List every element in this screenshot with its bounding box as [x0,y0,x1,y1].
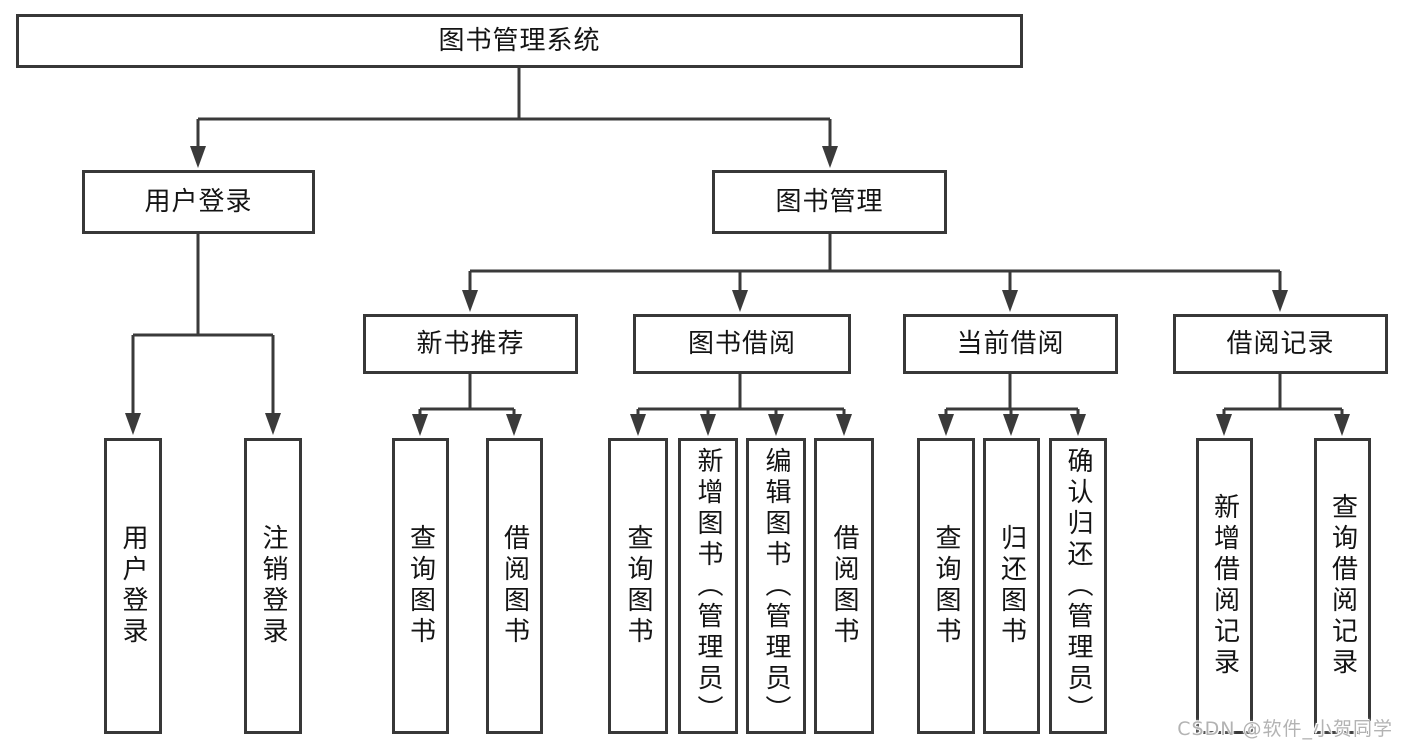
node-label: 图书管理 [775,187,884,217]
connector-root-to-level2 [196,67,832,147]
node-label: 当前借阅 [956,329,1065,359]
leaf-label: 查询图书 [623,524,653,648]
leaf-label: 借阅图书 [499,524,530,648]
leaf-label: 查询借阅记录 [1327,493,1358,679]
leaf-logout: 注销登录 [244,438,302,734]
leaf-query-borrow-record: 查询借阅记录 [1314,438,1371,734]
leaf-add-book-admin: 新增图书（管理员） [678,438,738,734]
leaf-label: 借阅图书 [829,524,859,648]
leaf-label: 新增借阅记录 [1209,493,1240,679]
node-label: 借阅记录 [1226,329,1335,359]
node-book-management: 图书管理 [712,170,947,234]
node-label: 用户登录 [144,187,253,217]
node-new-book-recommendation: 新书推荐 [363,314,578,374]
connector-new-book-recommendation-to-leaves [418,373,516,415]
node-label: 新书推荐 [416,329,525,359]
node-user-login: 用户登录 [82,170,315,234]
node-borrowing-records: 借阅记录 [1173,314,1388,374]
leaf-user-login: 用户登录 [104,438,162,734]
leaf-borrow-books-recommend: 借阅图书 [486,438,543,734]
leaf-query-books-recommend: 查询图书 [392,438,449,734]
connector-book-borrowing-to-leaves [636,373,846,415]
leaf-label: 新增图书（管理员） [693,446,723,726]
leaf-add-borrow-record: 新增借阅记录 [1196,438,1253,734]
leaf-label: 确认归还（管理员） [1063,446,1093,726]
leaf-query-books-current: 查询图书 [917,438,975,734]
node-label: 图书管理系统 [438,26,601,56]
leaf-label: 查询图书 [931,524,961,648]
arrowheads [125,146,1350,436]
connector-user-login-to-leaves [131,233,275,414]
node-book-borrowing: 图书借阅 [633,314,851,374]
leaf-label: 归还图书 [996,524,1027,648]
leaf-return-book: 归还图书 [983,438,1040,734]
csdn-watermark: CSDN @软件_小贺同学 [1177,718,1393,740]
leaf-confirm-return-admin: 确认归还（管理员） [1049,438,1107,734]
connector-borrowing-records-to-leaves [1222,373,1344,415]
connector-current-borrowing-to-leaves [944,373,1080,415]
connector-book-management-to-level3 [468,233,1282,291]
leaf-edit-book-admin: 编辑图书（管理员） [746,438,806,734]
leaf-label: 查询图书 [405,524,436,648]
leaf-label: 用户登录 [118,524,148,648]
leaf-label: 注销登录 [258,524,288,648]
leaf-label: 编辑图书（管理员） [761,446,791,726]
node-label: 图书借阅 [687,329,796,359]
node-library-management-system: 图书管理系统 [16,14,1023,68]
leaf-borrow-books: 借阅图书 [814,438,874,734]
node-current-borrowing: 当前借阅 [903,314,1118,374]
leaf-query-books-borrowing: 查询图书 [608,438,668,734]
